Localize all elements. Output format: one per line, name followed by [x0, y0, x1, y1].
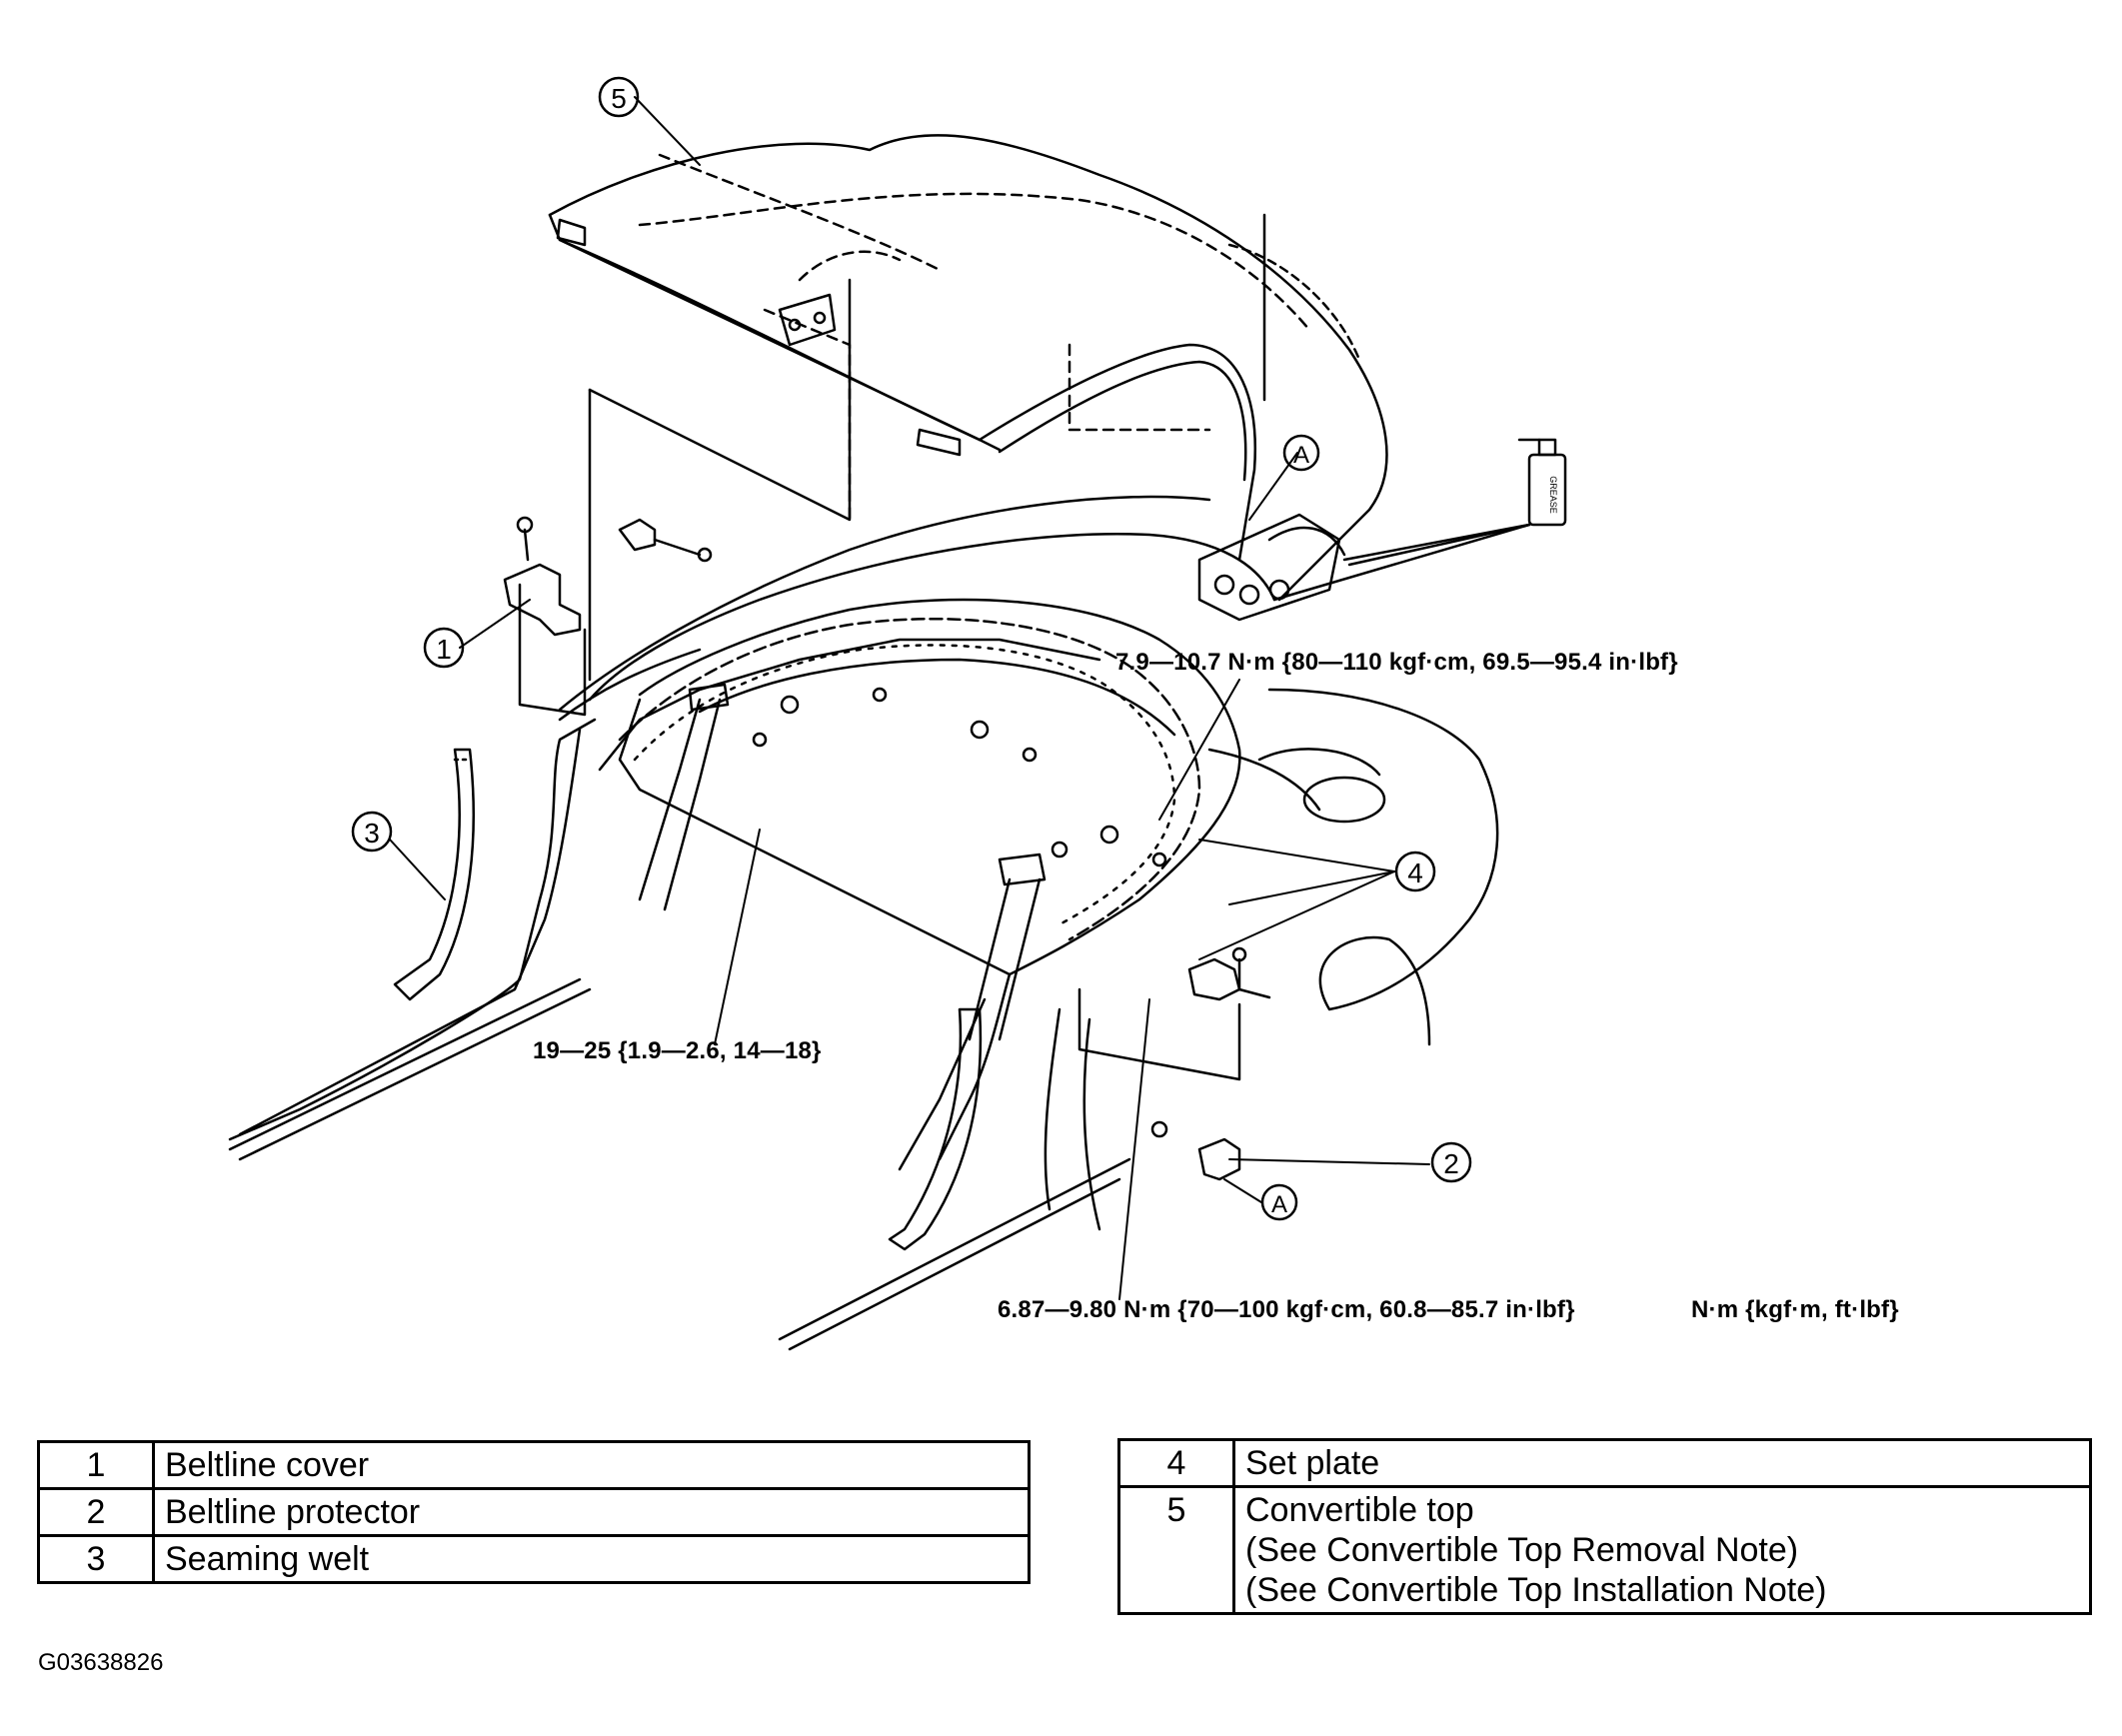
legend-part-name: Convertible top (See Convertible Top Rem… — [1232, 1485, 2092, 1615]
beltline-cover — [503, 278, 852, 717]
legend-row: 4 Set plate — [1117, 1438, 2092, 1488]
callout-1: 1 — [423, 627, 465, 669]
figure-id: G03638826 — [38, 1649, 164, 1676]
legend-table-left: 1 Beltline cover 2 Beltline protector 3 … — [37, 1440, 1031, 1584]
set-plates — [618, 618, 1201, 941]
spray-can-label: GREASE — [1548, 476, 1558, 514]
callout-4: 4 — [1394, 851, 1436, 892]
callout-5: 5 — [598, 76, 640, 118]
exploded-parts-diagram: GREASE 1 2 3 4 5 — [228, 76, 1567, 1351]
callout-a-lower: A — [1260, 1183, 1298, 1221]
callout-1-text: 1 — [436, 634, 452, 665]
callout-a-upper: A — [1282, 434, 1320, 472]
legend-row: 2 Beltline protector — [37, 1487, 1031, 1537]
legend-part-name: Seaming welt — [152, 1534, 1031, 1584]
legend-part-name: Set plate — [1232, 1438, 2092, 1488]
callout-a-upper-text: A — [1293, 442, 1309, 469]
seaming-welt — [393, 748, 983, 1251]
leader-lines — [389, 96, 1430, 1300]
legend-row: 5 Convertible top (See Convertible Top R… — [1117, 1485, 2092, 1615]
legend-part-note: (See Convertible Top Installation Note) — [1245, 1571, 1827, 1609]
legend-number: 2 — [37, 1487, 155, 1537]
torque-units-label: N·m {kgf·m, ft·lbf} — [1691, 1296, 1899, 1323]
legend-part-line: Convertible top — [1245, 1491, 1474, 1529]
callout-a-lower-text: A — [1271, 1191, 1287, 1218]
beltline-protector — [1077, 946, 1271, 1181]
callout-5-text: 5 — [611, 83, 627, 114]
legend-number: 1 — [37, 1440, 155, 1490]
legend-table-right: 4 Set plate 5 Convertible top (See Conve… — [1117, 1438, 2092, 1615]
torque-label-set-plate-upper: 7.9—10.7 N·m {80—110 kgf·cm, 69.5—95.4 i… — [1115, 649, 1678, 676]
callout-2: 2 — [1430, 1141, 1472, 1183]
legend-number: 4 — [1117, 1438, 1235, 1488]
convertible-top — [548, 134, 1388, 622]
legend-part-note: (See Convertible Top Removal Note) — [1245, 1531, 1799, 1569]
legend-part-name: Beltline cover — [152, 1440, 1031, 1490]
legend-row: 3 Seaming welt — [37, 1534, 1031, 1584]
callout-4-text: 4 — [1407, 858, 1423, 888]
legend-number: 5 — [1117, 1485, 1235, 1615]
torque-label-hinge-bolt: 19—25 {1.9—2.6, 14—18} — [533, 1037, 822, 1064]
callout-3: 3 — [351, 811, 393, 853]
legend-number: 3 — [37, 1534, 155, 1584]
torque-label-set-plate-lower: 6.87—9.80 N·m {70—100 kgf·cm, 60.8—85.7 … — [998, 1296, 1575, 1323]
callout-3-text: 3 — [364, 818, 380, 849]
legend-part-name: Beltline protector — [152, 1487, 1031, 1537]
callout-2-text: 2 — [1443, 1148, 1459, 1179]
legend-row: 1 Beltline cover — [37, 1440, 1031, 1490]
grease-spray-can: GREASE — [1272, 438, 1567, 602]
vehicle-body — [228, 495, 1499, 1351]
